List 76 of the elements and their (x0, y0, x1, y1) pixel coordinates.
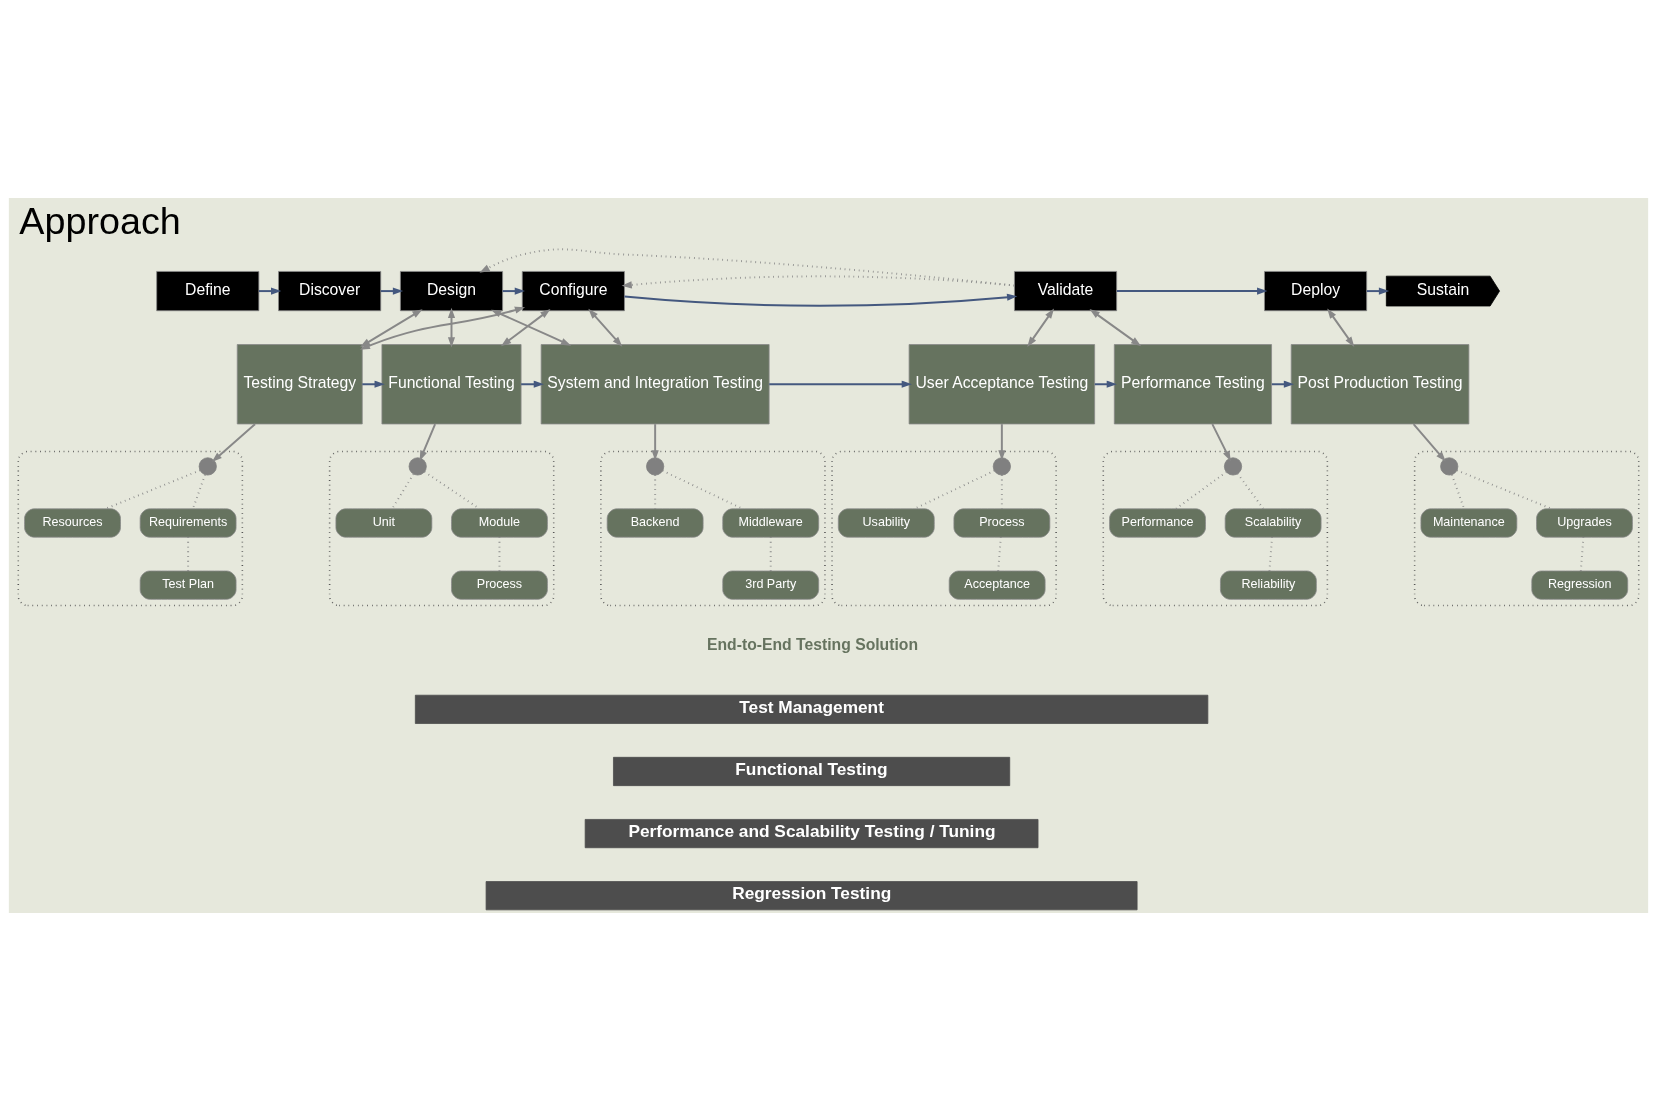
arrow (588, 308, 623, 347)
arrow (490, 309, 572, 346)
arrow (419, 422, 437, 461)
connector (997, 535, 1002, 572)
node-box: Test Plan (139, 570, 237, 600)
node-box: Performance (1109, 507, 1206, 538)
node-box: User Acceptance Testing (908, 343, 1096, 424)
node-box: Post Production Testing (1290, 343, 1470, 424)
node-circle (198, 456, 217, 475)
arrow (1027, 307, 1055, 347)
connector (104, 468, 201, 510)
node-box: Module (451, 507, 548, 538)
arrow (257, 287, 282, 295)
arrow (1089, 308, 1142, 346)
arrow (623, 293, 1018, 307)
node-box: Performance and Scalability Testing / Tuning (584, 818, 1039, 848)
node-box: Middleware (722, 507, 820, 538)
node-box: Discover (278, 270, 382, 311)
arrow (768, 380, 912, 388)
node-box: Maintenance (1420, 507, 1518, 538)
node-box: Test Management (414, 694, 1209, 724)
connector (1236, 472, 1265, 510)
arrow (1211, 422, 1231, 461)
arrow (1093, 380, 1117, 388)
node-box: Regression Testing (485, 880, 1138, 910)
connector (191, 473, 206, 510)
node-box: Upgrades (1536, 507, 1633, 538)
arrow (1327, 307, 1355, 347)
arrow (211, 422, 257, 462)
node-circle (1440, 456, 1459, 475)
connector (1579, 535, 1585, 572)
node-box: Validate (1014, 270, 1118, 311)
node-box: Acceptance (948, 570, 1046, 600)
node-circle (646, 456, 665, 475)
diagram-title: Approach (19, 199, 181, 242)
node-box: Requirements (139, 507, 237, 538)
node-box: Process (451, 570, 548, 600)
connector (1175, 470, 1228, 510)
node-box: Performance Testing (1113, 343, 1272, 424)
node-box: Scalability (1224, 507, 1322, 538)
node-box: Unit (335, 507, 433, 538)
connector (1456, 468, 1553, 510)
node-box: Backend (606, 507, 704, 538)
node-box: Functional Testing (381, 343, 522, 424)
arrow (520, 380, 544, 388)
arrow (447, 307, 456, 347)
node-box: 3rd Party (722, 570, 820, 600)
arrow (1270, 380, 1295, 388)
arrow (1365, 287, 1390, 295)
node-box: System and Integration Testing (540, 343, 770, 424)
connector (1268, 535, 1274, 572)
connector (391, 472, 415, 510)
node-circle (408, 456, 427, 475)
arrow (500, 308, 551, 346)
node-box: Regression (1531, 570, 1629, 600)
node-box: Resources (24, 507, 121, 538)
node-box: Deploy (1264, 270, 1368, 311)
node-circle (1223, 456, 1243, 475)
node-box: Design (400, 270, 503, 311)
connector (1451, 473, 1466, 510)
node-box: Process (953, 507, 1051, 538)
arrow (998, 422, 1006, 461)
arrow (1412, 422, 1446, 462)
arrow (501, 287, 525, 295)
arrow (379, 287, 404, 295)
node-box: Functional Testing (613, 756, 1011, 786)
arrow (651, 422, 659, 461)
node-circle (992, 456, 1011, 475)
arrow (1115, 287, 1268, 295)
node-box: Reliability (1220, 570, 1317, 600)
node-box: Define (156, 270, 260, 311)
node-box: Testing Strategy (236, 343, 363, 424)
label: End-to-End Testing Solution (707, 635, 919, 653)
node-box: Usability (837, 507, 935, 538)
arrow (361, 380, 385, 388)
node-box: Configure (521, 270, 625, 311)
